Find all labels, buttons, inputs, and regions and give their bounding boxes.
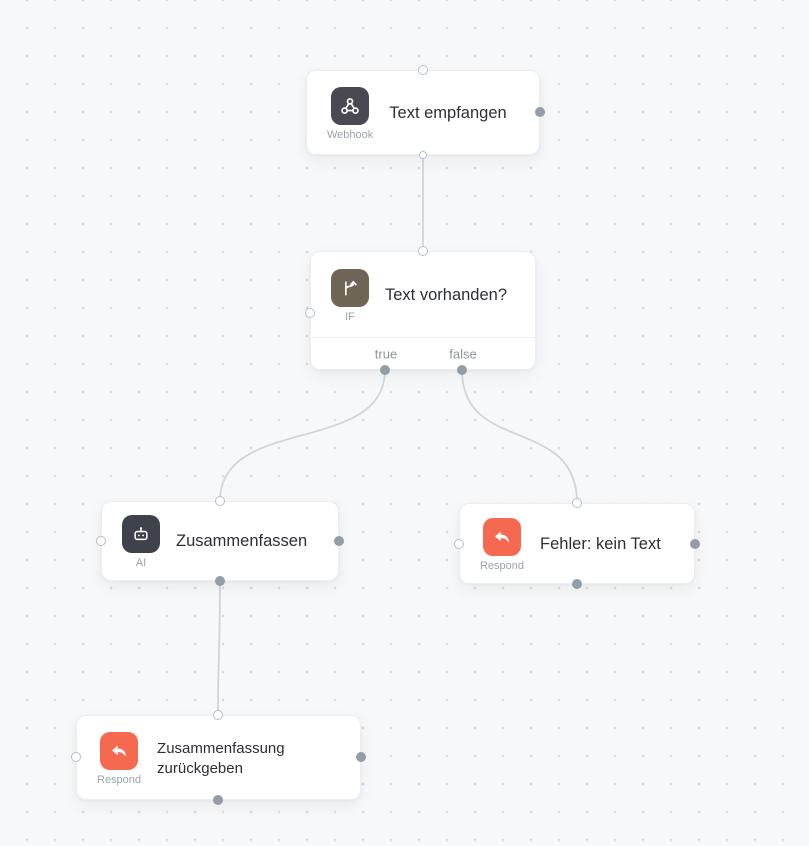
- node-type-label: IF: [345, 310, 355, 323]
- output-label-true: true: [374, 346, 398, 362]
- port-input-if-left[interactable]: [305, 308, 315, 318]
- if-outputs-footer: true false: [311, 337, 535, 370]
- branch-icon: [331, 268, 369, 307]
- port-input-respond-error-left[interactable]: [454, 539, 464, 549]
- node-ai-summarize[interactable]: AI Zusammenfassen: [101, 501, 339, 581]
- node-title: Zusammenfassung zurückgeben: [157, 739, 285, 777]
- port-input-webhook-top[interactable]: [418, 65, 428, 75]
- port-input-ai-left[interactable]: [96, 536, 106, 546]
- port-output-webhook-right[interactable]: [535, 107, 545, 117]
- node-type-label: Respond: [480, 559, 525, 572]
- port-output-respond-summary-bottom[interactable]: [213, 795, 223, 805]
- reply-icon: [483, 517, 522, 556]
- port-output-ai-right[interactable]: [334, 536, 344, 546]
- node-type-label: AI: [135, 557, 147, 569]
- port-output-if-false[interactable]: [457, 365, 467, 375]
- port-input-respond-error-top[interactable]: [572, 498, 582, 508]
- port-output-respond-error-bottom[interactable]: [572, 579, 582, 589]
- edge-if-false-to-respond-error[interactable]: [461, 369, 578, 504]
- node-webhook[interactable]: Webhook Text empfangen: [306, 70, 540, 155]
- port-output-webhook-bottom[interactable]: [419, 151, 427, 159]
- port-input-if-top[interactable]: [418, 246, 428, 256]
- node-respond-summary[interactable]: Respond Zusammenfassung zurückgeben: [76, 715, 361, 800]
- port-output-respond-summary-right[interactable]: [356, 752, 366, 762]
- reply-icon: [100, 731, 139, 770]
- webhook-icon: [331, 86, 370, 125]
- node-respond-error[interactable]: Respond Fehler: kein Text: [459, 503, 695, 584]
- node-type-label: Respond: [97, 773, 142, 786]
- output-label-false: false: [449, 346, 477, 362]
- node-title: Zusammenfassen: [176, 532, 308, 551]
- port-output-ai-bottom[interactable]: [215, 576, 225, 586]
- port-input-ai-top[interactable]: [215, 496, 225, 506]
- port-input-respond-summary-top[interactable]: [213, 710, 223, 720]
- port-output-if-true[interactable]: [380, 365, 390, 375]
- node-title: Text vorhanden?: [385, 285, 508, 304]
- node-type-label: Webhook: [327, 128, 374, 141]
- node-title: Fehler: kein Text: [540, 534, 661, 553]
- node-title: Text empfangen: [389, 103, 507, 122]
- port-output-respond-error-right[interactable]: [690, 539, 700, 549]
- robot-icon: [122, 515, 160, 553]
- edge-ai-to-respond-summary[interactable]: [217, 580, 221, 716]
- edge-if-true-to-ai[interactable]: [219, 369, 386, 502]
- port-input-respond-summary-left[interactable]: [71, 752, 81, 762]
- node-if[interactable]: IF Text vorhanden? true false: [310, 251, 536, 370]
